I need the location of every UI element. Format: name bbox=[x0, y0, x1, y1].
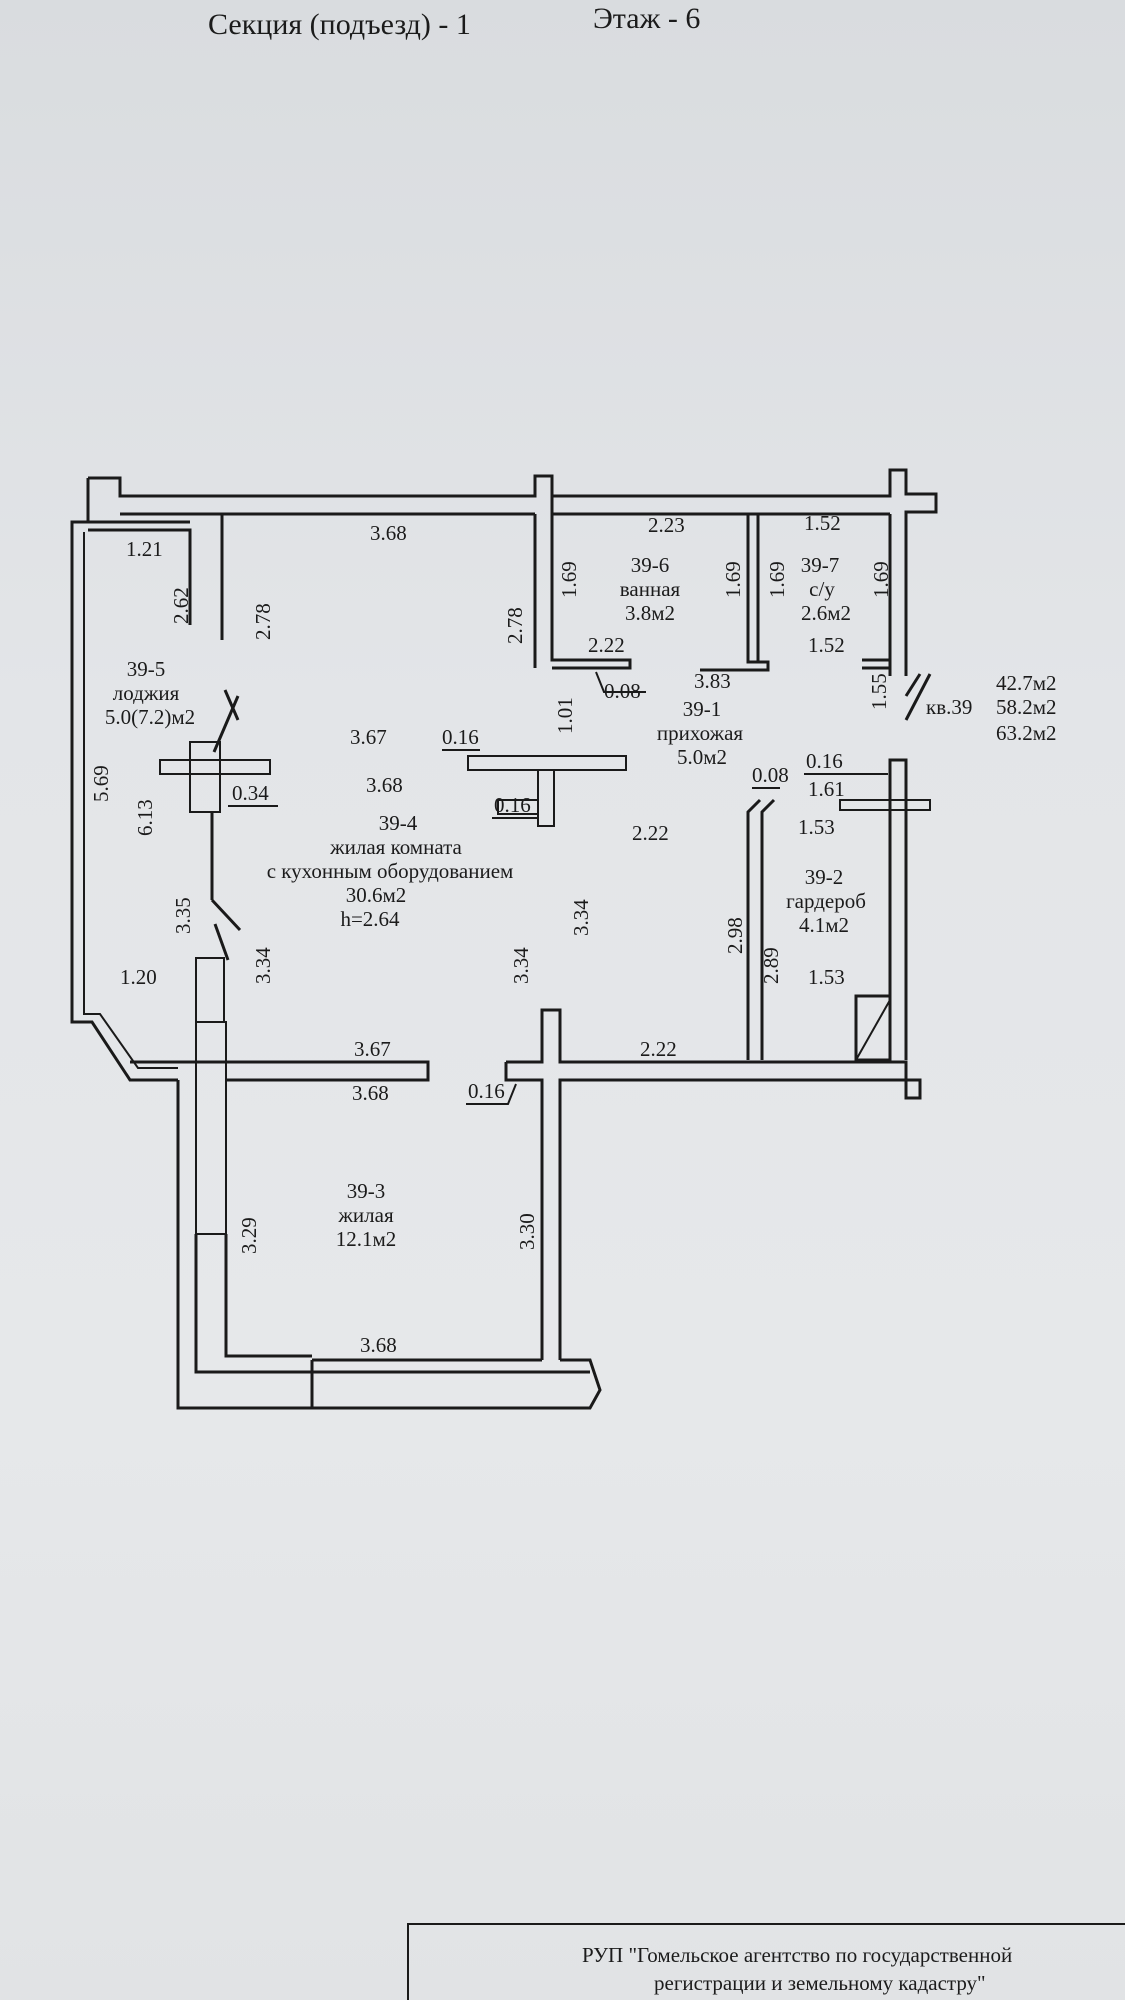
dim: 1.69 bbox=[557, 561, 581, 598]
apartment-summary: кв.39 42.7м2 58.2м2 63.2м2 bbox=[926, 671, 1057, 745]
dim: 0.08 bbox=[752, 763, 789, 787]
room-39-6-name: ванная bbox=[620, 577, 681, 601]
dim: 1.21 bbox=[126, 537, 163, 561]
dim: 1.52 bbox=[808, 633, 845, 657]
dim: 2.22 bbox=[588, 633, 625, 657]
room-39-1-id: 39-1 bbox=[683, 697, 722, 721]
dim: 1.55 bbox=[867, 673, 891, 710]
dim: 3.34 bbox=[569, 899, 593, 936]
room-39-2-name: гардероб bbox=[786, 889, 866, 913]
dim: 2.62 bbox=[169, 587, 193, 624]
room-39-4-height: h=2.64 bbox=[340, 907, 400, 931]
dim: 1.20 bbox=[120, 965, 157, 989]
dim: 0.34 bbox=[232, 781, 269, 805]
dimensions: 3.68 2.23 1.52 1.21 2.62 2.78 1.69 2.78 … bbox=[89, 511, 893, 1357]
dim: 6.13 bbox=[133, 799, 157, 836]
room-39-3-name: жилая bbox=[337, 1203, 394, 1227]
dim: 3.67 bbox=[354, 1037, 391, 1061]
dim: 1.69 bbox=[765, 561, 789, 598]
footer-line-2: регистрации и земельному кадастру" bbox=[654, 1971, 986, 1995]
dim: 2.78 bbox=[251, 603, 275, 640]
dim: 3.29 bbox=[237, 1217, 261, 1254]
dim: 2.98 bbox=[723, 917, 747, 954]
dim: 2.23 bbox=[648, 513, 685, 537]
room-39-5-name: лоджия bbox=[113, 681, 180, 705]
room-39-2-id: 39-2 bbox=[805, 865, 844, 889]
footer-frame bbox=[407, 1923, 1125, 2000]
dim: 3.83 bbox=[694, 669, 731, 693]
section-title: Секция (подъезд) - 1 bbox=[208, 8, 471, 41]
dim: 3.67 bbox=[350, 725, 387, 749]
room-39-7-id: 39-7 bbox=[801, 553, 840, 577]
room-labels: 39-5 лоджия 5.0(7.2)м2 39-6 ванная 3.8м2… bbox=[105, 553, 866, 1251]
room-39-3-id: 39-3 bbox=[347, 1179, 386, 1203]
room-39-1-name: прихожая bbox=[657, 721, 743, 745]
room-39-2-area: 4.1м2 bbox=[799, 913, 849, 937]
room-39-5-area: 5.0(7.2)м2 bbox=[105, 705, 195, 729]
room-39-3-area: 12.1м2 bbox=[336, 1227, 397, 1251]
dim: 3.34 bbox=[251, 947, 275, 984]
dim: 3.68 bbox=[360, 1333, 397, 1357]
dim: 1.53 bbox=[798, 815, 835, 839]
room-39-6-area: 3.8м2 bbox=[625, 601, 675, 625]
dim: 3.30 bbox=[515, 1213, 539, 1250]
dim: 3.68 bbox=[370, 521, 407, 545]
walls bbox=[70, 468, 938, 1410]
dim: 5.69 bbox=[89, 765, 113, 802]
dim: 0.16 bbox=[494, 793, 531, 817]
dim: 0.16 bbox=[442, 725, 479, 749]
dim: 0.16 bbox=[806, 749, 843, 773]
room-39-6-id: 39-6 bbox=[631, 553, 670, 577]
dim: 1.61 bbox=[808, 777, 845, 801]
dim: 1.69 bbox=[721, 561, 745, 598]
dim: 3.34 bbox=[509, 947, 533, 984]
dim: 2.89 bbox=[759, 947, 783, 984]
footer-line-1: РУП "Гомельское агентство по государстве… bbox=[582, 1943, 1012, 1967]
room-39-4-name2: с кухонным оборудованием bbox=[267, 859, 514, 883]
dim: 0.16 bbox=[468, 1079, 505, 1103]
dim: 2.78 bbox=[503, 607, 527, 644]
dim: 1.01 bbox=[553, 697, 577, 734]
apartment-area-total: 58.2м2 bbox=[996, 695, 1057, 719]
room-39-7-area: 2.6м2 bbox=[801, 601, 851, 625]
dim: 1.69 bbox=[869, 561, 893, 598]
apartment-area-living: 42.7м2 bbox=[996, 671, 1057, 695]
floor-title: Этаж - 6 bbox=[593, 2, 700, 35]
dim: 3.68 bbox=[366, 773, 403, 797]
dim: 1.52 bbox=[804, 511, 841, 535]
room-39-4-id: 39-4 bbox=[379, 811, 418, 835]
dim: 3.68 bbox=[352, 1081, 389, 1105]
room-39-4-area: 30.6м2 bbox=[346, 883, 407, 907]
dim: 2.22 bbox=[632, 821, 669, 845]
room-39-5-id: 39-5 bbox=[127, 657, 166, 681]
apartment-area-with-loggia: 63.2м2 bbox=[996, 721, 1057, 745]
dim: 1.53 bbox=[808, 965, 845, 989]
room-39-4-name1: жилая комната bbox=[329, 835, 462, 859]
dim: 2.22 bbox=[640, 1037, 677, 1061]
apartment-number: кв.39 bbox=[926, 695, 972, 719]
dim: 3.35 bbox=[171, 897, 195, 934]
room-39-7-name: с/у bbox=[809, 577, 835, 601]
room-39-1-area: 5.0м2 bbox=[677, 745, 727, 769]
